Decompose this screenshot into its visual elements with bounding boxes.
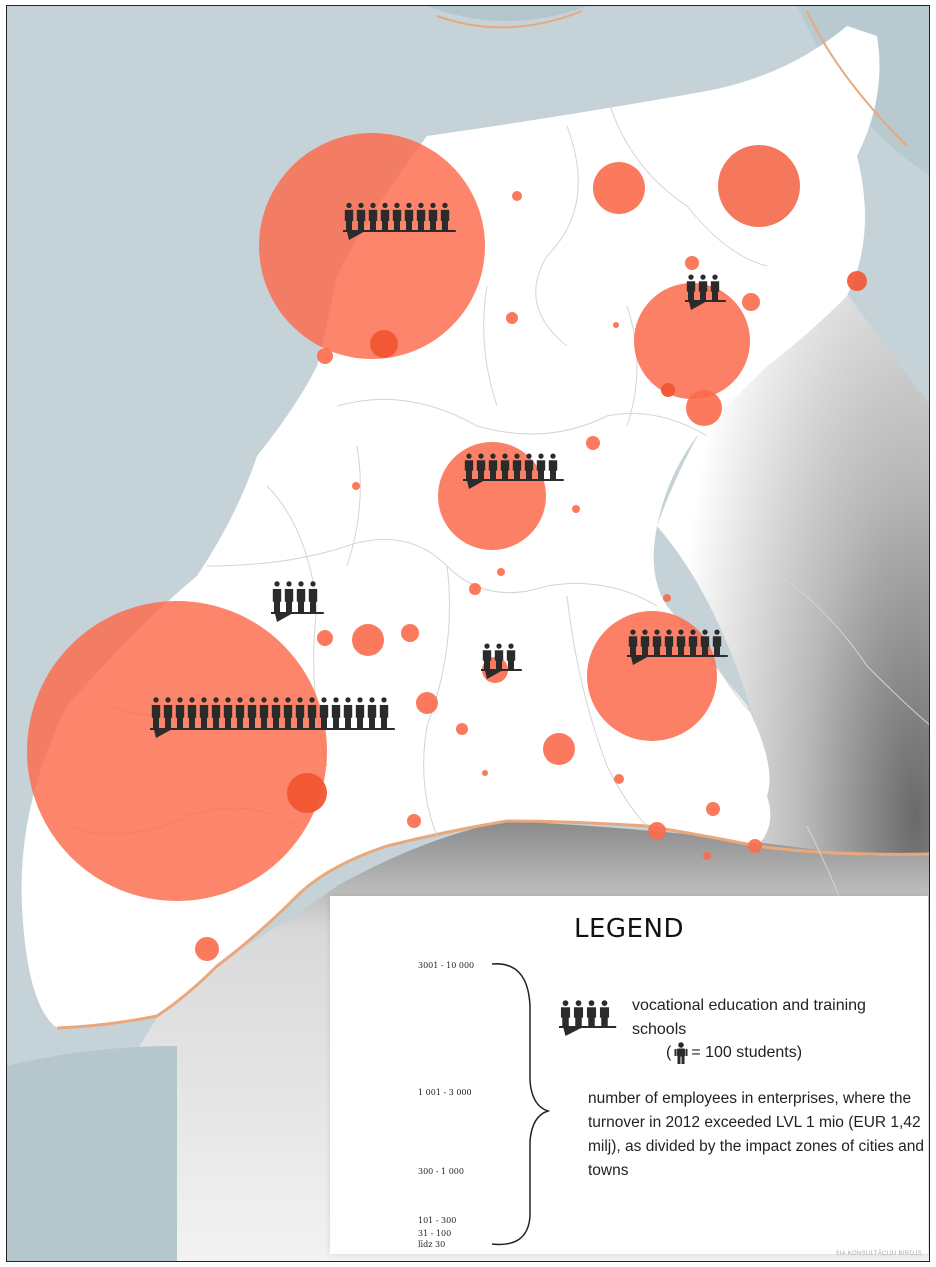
employee-circle <box>718 145 800 227</box>
employee-circle <box>287 773 327 813</box>
school-marker <box>150 697 395 738</box>
state-border-gulf <box>806 10 908 147</box>
employee-circle <box>506 312 518 324</box>
employee-circle <box>317 348 333 364</box>
school-marker <box>685 274 726 310</box>
person-icon <box>674 1042 688 1064</box>
employee-circle <box>512 191 522 201</box>
employee-circle <box>317 630 333 646</box>
employee-circle <box>587 611 717 741</box>
students-note: ( = 100 students) <box>666 1042 802 1064</box>
employee-circle <box>748 839 762 853</box>
employee-circle <box>847 271 867 291</box>
employee-circle <box>195 937 219 961</box>
employee-circle <box>661 383 675 397</box>
employee-circle <box>663 594 671 602</box>
coast-west <box>7 1046 177 1261</box>
employees-legend-label: number of employees in enterprises, wher… <box>588 1090 924 1179</box>
school-marker <box>481 643 522 679</box>
employee-circle <box>27 601 327 901</box>
credit-text: SIA KONSULTĀCIJU BIROJS <box>835 1251 922 1257</box>
employee-circle <box>648 822 666 840</box>
sea-bay <box>427 6 587 21</box>
legend-panel: LEGEND 3001 - 10 000 1 001 - 3 000 300 -… <box>330 896 928 1257</box>
employee-circle <box>456 723 468 735</box>
size-class-label: līdz 30 <box>418 1240 446 1249</box>
employee-circle <box>352 482 360 490</box>
school-marker <box>559 1000 617 1036</box>
school-markers <box>150 202 728 738</box>
school-marker <box>343 202 456 240</box>
size-class-label: 3001 - 10 000 <box>418 961 475 970</box>
people-row-with-flag-icon <box>559 1000 617 1036</box>
employee-circle <box>685 256 699 270</box>
school-marker <box>463 453 564 489</box>
employee-circle <box>401 624 419 642</box>
employee-circle <box>259 133 485 359</box>
employee-circle <box>742 293 760 311</box>
legend-title: LEGEND <box>574 914 684 944</box>
size-class-label: 101 - 300 <box>418 1216 457 1225</box>
employee-circle <box>593 162 645 214</box>
employee-circle <box>352 624 384 656</box>
school-marker <box>627 629 728 665</box>
employee-circle <box>703 852 711 860</box>
size-class-label: 300 - 1 000 <box>418 1167 464 1176</box>
employee-circle <box>706 802 720 816</box>
employee-circle <box>543 733 575 765</box>
employee-circle <box>370 330 398 358</box>
employee-circle <box>469 583 481 595</box>
employee-circle <box>416 692 438 714</box>
employee-circle <box>482 770 488 776</box>
employee-circle <box>634 283 750 399</box>
employee-circle <box>614 774 624 784</box>
school-marker <box>271 581 324 622</box>
employee-circle <box>407 814 421 828</box>
employee-circle <box>497 568 505 576</box>
employee-circle <box>586 436 600 450</box>
students-note-prefix: ( <box>666 1044 672 1061</box>
employee-circle <box>686 390 722 426</box>
size-class-label: 1 001 - 3 000 <box>418 1088 472 1097</box>
employee-circle <box>613 322 619 328</box>
school-legend-label: vocational education and training school… <box>632 997 866 1038</box>
employee-circle <box>572 505 580 513</box>
map-frame: LEGEND 3001 - 10 000 1 001 - 3 000 300 -… <box>6 5 930 1262</box>
students-note-suffix: = 100 students) <box>691 1044 803 1061</box>
size-class-label: 31 - 100 <box>418 1229 452 1238</box>
state-border-north <box>436 10 583 29</box>
brace-icon <box>491 963 550 1246</box>
